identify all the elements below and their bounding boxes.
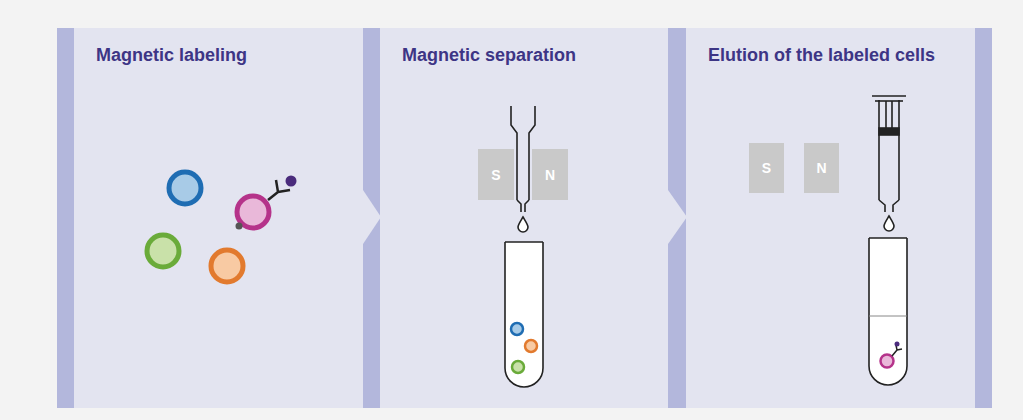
pole-label: S xyxy=(491,167,500,183)
elution xyxy=(869,96,907,385)
step-heading: Elution of the labeled cells xyxy=(708,45,935,66)
divider-stripe xyxy=(668,28,686,408)
collection-tube xyxy=(505,242,543,387)
step-chevron xyxy=(668,190,687,244)
magnet-block: N xyxy=(804,143,839,193)
tube-rim xyxy=(505,241,543,243)
column-tip xyxy=(517,200,529,212)
pole-label: N xyxy=(545,167,555,183)
step-heading: Magnetic labeling xyxy=(96,45,247,66)
drop xyxy=(518,217,528,232)
liquid-level xyxy=(869,316,907,317)
magnet-block: N xyxy=(532,149,568,200)
syringe-barrel xyxy=(879,100,899,200)
syringe-tip xyxy=(879,200,899,212)
divider-stripe xyxy=(57,28,74,408)
plunger-rod xyxy=(886,101,892,128)
pole-label: S xyxy=(762,160,771,176)
collection-tube xyxy=(869,238,907,385)
drop xyxy=(884,216,894,231)
cell xyxy=(169,172,201,204)
magnet-block: S xyxy=(749,143,784,193)
magnet-block: S xyxy=(478,149,514,200)
pole-label: N xyxy=(816,160,826,176)
step-panel: Magnetic labeling xyxy=(74,28,363,408)
labeled-cell xyxy=(881,355,894,368)
panel-ground xyxy=(57,28,992,408)
tube-rim xyxy=(869,237,907,239)
divider-stripe xyxy=(975,28,992,408)
divider-stripe xyxy=(363,28,380,408)
step-chevron xyxy=(363,190,381,244)
plunger-seal xyxy=(879,128,899,135)
magnetic-bead xyxy=(236,223,243,230)
step-panel: Magnetic separationS N xyxy=(380,28,668,408)
cell xyxy=(147,235,179,267)
cells xyxy=(147,172,297,282)
cell xyxy=(525,340,537,352)
cell xyxy=(511,323,523,335)
plunger-top xyxy=(872,95,906,97)
cell xyxy=(512,361,524,373)
cell xyxy=(211,250,243,282)
antibody xyxy=(892,345,902,356)
antibody-tag xyxy=(286,176,297,187)
antibody-tag xyxy=(895,342,900,347)
step-panel: Elution of the labeled cellsS N xyxy=(686,28,975,408)
step-heading: Magnetic separation xyxy=(402,45,576,66)
cell xyxy=(237,196,269,228)
